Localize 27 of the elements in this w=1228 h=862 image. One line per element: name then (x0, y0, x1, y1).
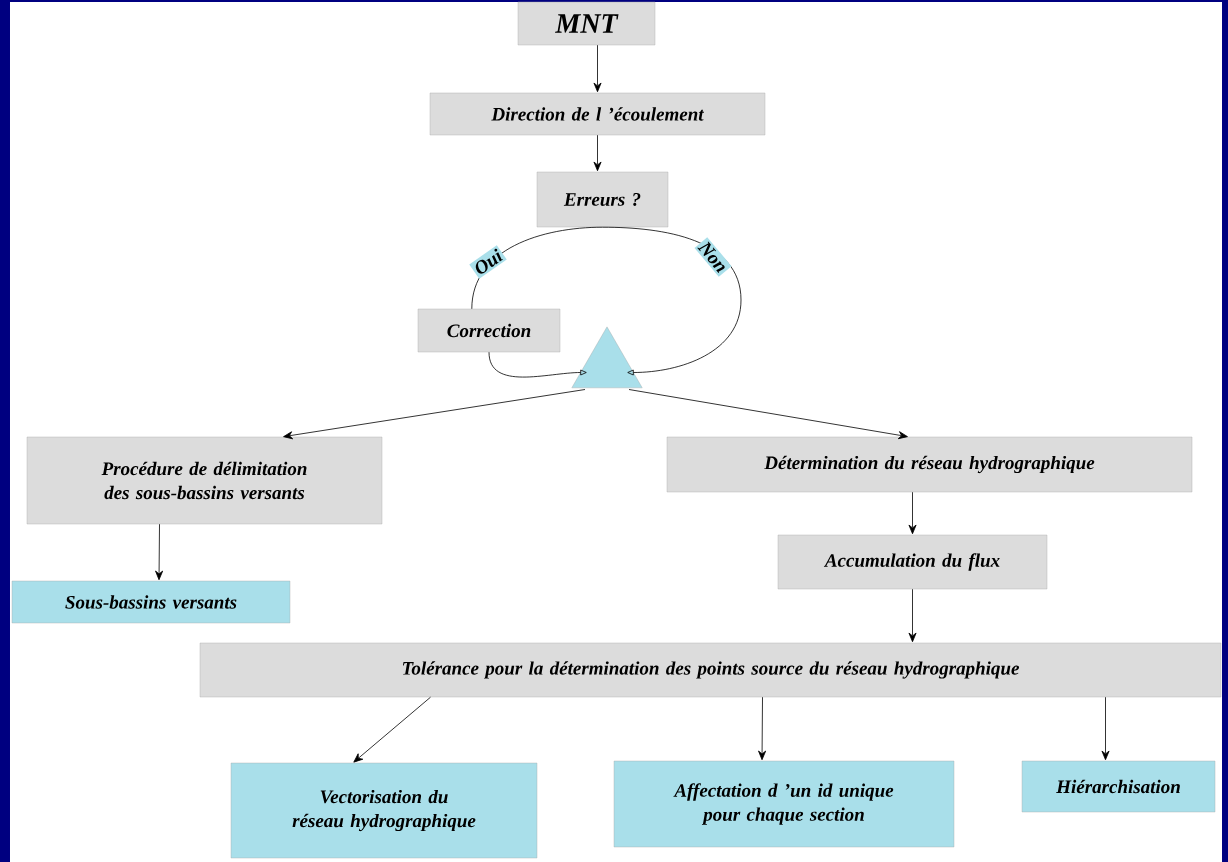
junction-triangle (571, 326, 643, 389)
arrow (593, 134, 602, 172)
arrow (155, 523, 164, 581)
process-box: MNT (517, 1, 656, 46)
arrow (1101, 696, 1110, 761)
arrow (908, 588, 917, 643)
arrow (283, 389, 586, 440)
process-box: Accumulation du flux (777, 534, 1048, 590)
process-box: Tolérance pour la détermination des points source du réseau hydrographique (199, 642, 1222, 698)
arrow (353, 696, 431, 763)
process-box: Erreurs ? (536, 171, 669, 228)
result-box: Sous-bassins versants (11, 580, 291, 624)
result-box: Hiérarchisation (1021, 760, 1216, 813)
arrow (758, 696, 767, 761)
result-box: Vectorisation du réseau hydrographique (230, 762, 538, 859)
edge-label: Oui (469, 245, 507, 279)
edge-label: Non (694, 237, 732, 277)
process-box: Correction (417, 308, 561, 353)
process-box: Détermination du réseau hydrographique (666, 436, 1193, 493)
arrow (593, 44, 602, 93)
process-box: Procédure de délimitation des sous-bassins versants (26, 436, 383, 525)
arrow (602, 226, 742, 376)
result-box: Affectation d ’un id unique pour chaque section (613, 760, 955, 848)
process-box: Direction de l ’écoulement (429, 92, 766, 136)
arrow (908, 491, 917, 535)
arrow (628, 389, 908, 440)
arrow (488, 351, 587, 378)
